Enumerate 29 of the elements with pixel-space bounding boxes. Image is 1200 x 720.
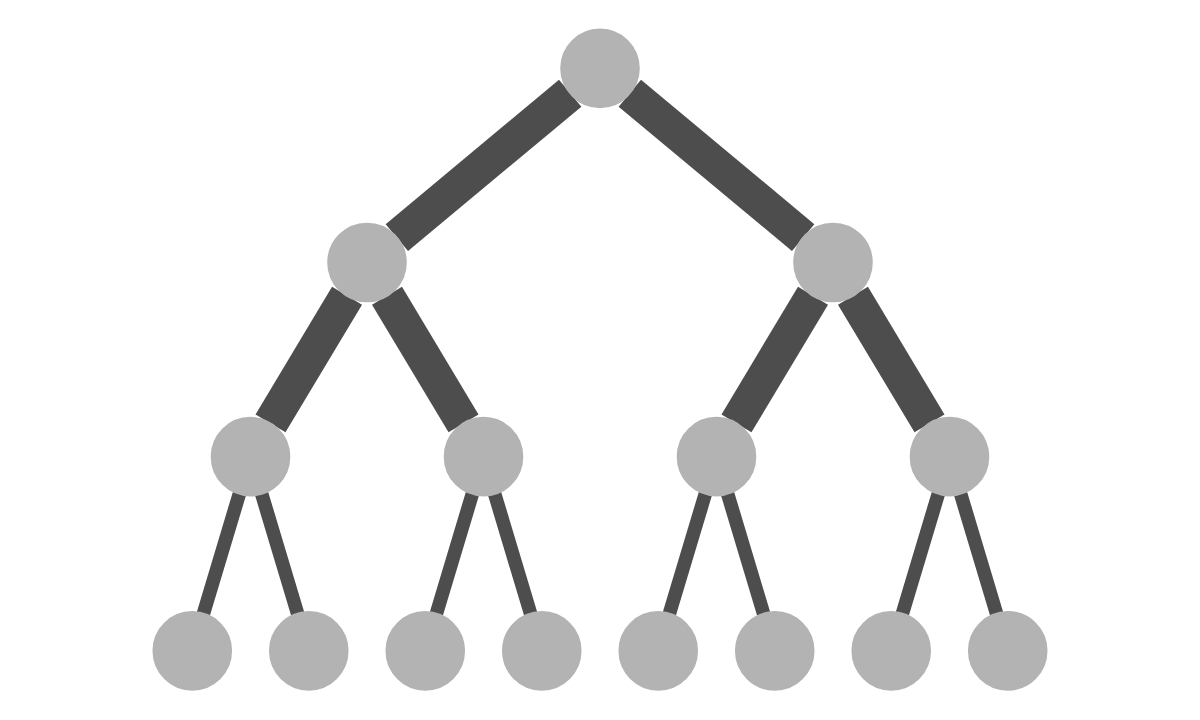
connector [721, 492, 771, 616]
connector [196, 492, 246, 616]
connector [954, 492, 1004, 616]
connector [895, 492, 945, 616]
node-circle [618, 611, 699, 692]
node-circle [560, 28, 640, 109]
connector [255, 492, 305, 616]
connector [837, 287, 945, 433]
connector [488, 492, 538, 616]
node-circle [851, 611, 932, 692]
node-circle [676, 417, 757, 497]
node-circle [210, 417, 291, 497]
node-circle [268, 611, 349, 692]
node-circle [967, 611, 1048, 692]
node-circle [443, 417, 524, 497]
node-circle [793, 223, 873, 303]
node-circle [501, 611, 582, 692]
connector [385, 80, 582, 252]
node-circle [385, 611, 466, 692]
connector [618, 80, 815, 252]
connector [662, 492, 712, 616]
connector [255, 287, 363, 433]
connector [721, 287, 828, 433]
connector [429, 492, 479, 616]
connector [372, 287, 479, 433]
node-circle [909, 417, 990, 497]
node-circle [327, 223, 407, 303]
node-circle [152, 611, 233, 692]
node-circle [734, 611, 815, 692]
